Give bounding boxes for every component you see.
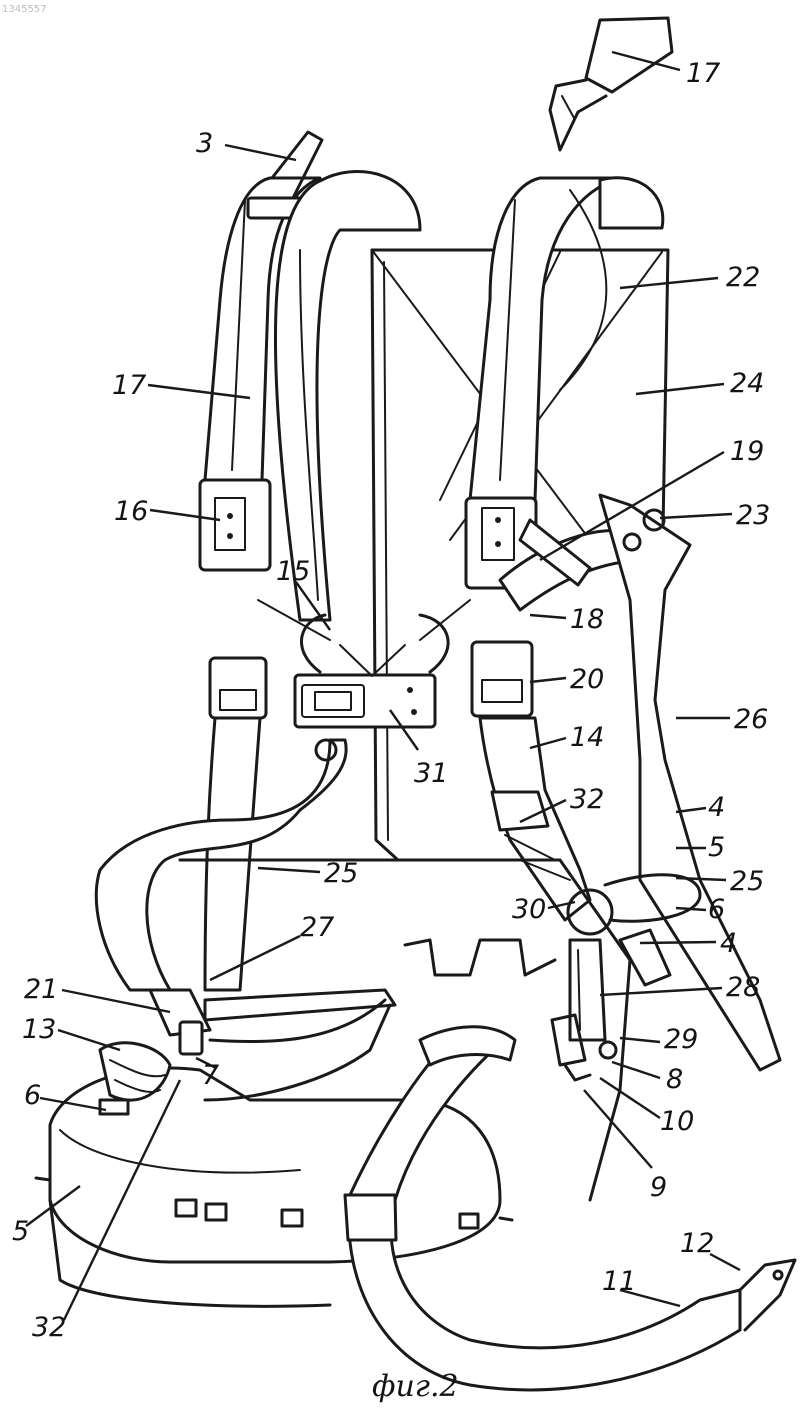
- left-waist-hardware: [100, 990, 395, 1114]
- callout-7: 7: [202, 1060, 219, 1091]
- callout-5-right: 5: [708, 832, 725, 863]
- left-inner-strap: [275, 172, 420, 620]
- callout-3: 3: [196, 128, 213, 159]
- callout-19: 19: [730, 436, 764, 467]
- corner-mark: 1345557: [2, 4, 47, 15]
- callout-25-right: 25: [730, 866, 764, 897]
- callout-32-left: 32: [32, 1312, 66, 1343]
- callout-21: 21: [24, 974, 58, 1005]
- callout-4-lower: 4: [720, 928, 737, 959]
- callout-11: 11: [602, 1266, 636, 1297]
- callout-22: 22: [726, 262, 760, 293]
- callout-6-right: 6: [708, 894, 725, 925]
- callout-25-mid: 25: [324, 858, 358, 889]
- buckle-20-left: [210, 658, 266, 718]
- detached-strap-17: [550, 18, 672, 150]
- buckle-16-left: [200, 480, 270, 570]
- callout-28: 28: [726, 972, 760, 1003]
- callout-16: 16: [114, 496, 148, 527]
- callout-18: 18: [570, 604, 604, 635]
- callout-13: 13: [22, 1014, 56, 1045]
- figure-caption: фиг.2: [372, 1369, 459, 1404]
- left-leg-strap: [96, 718, 346, 990]
- callout-24: 24: [730, 368, 764, 399]
- callout-8: 8: [666, 1064, 683, 1095]
- callout-31: 31: [414, 758, 448, 789]
- callout-12: 12: [680, 1228, 714, 1259]
- callout-29: 29: [664, 1024, 698, 1055]
- connector-31: [258, 600, 470, 727]
- callout-5-left: 5: [12, 1216, 29, 1247]
- callout-10: 10: [660, 1106, 694, 1137]
- callout-9: 9: [650, 1172, 667, 1203]
- callout-6-left: 6: [24, 1080, 41, 1111]
- callout-17-left: 17: [112, 370, 146, 401]
- callout-26: 26: [734, 704, 768, 735]
- callout-27: 27: [300, 912, 334, 943]
- callout-15: 15: [276, 556, 310, 587]
- callout-32-right: 32: [570, 784, 604, 815]
- buckle-20-right: [472, 642, 532, 716]
- callout-4-upper: 4: [708, 792, 725, 823]
- callout-30: 30: [512, 894, 546, 925]
- callout-17-top: 17: [686, 58, 720, 89]
- callout-20: 20: [570, 664, 604, 695]
- callout-14: 14: [570, 722, 604, 753]
- right-shoulder-strap: [470, 178, 663, 500]
- callout-23: 23: [736, 500, 770, 531]
